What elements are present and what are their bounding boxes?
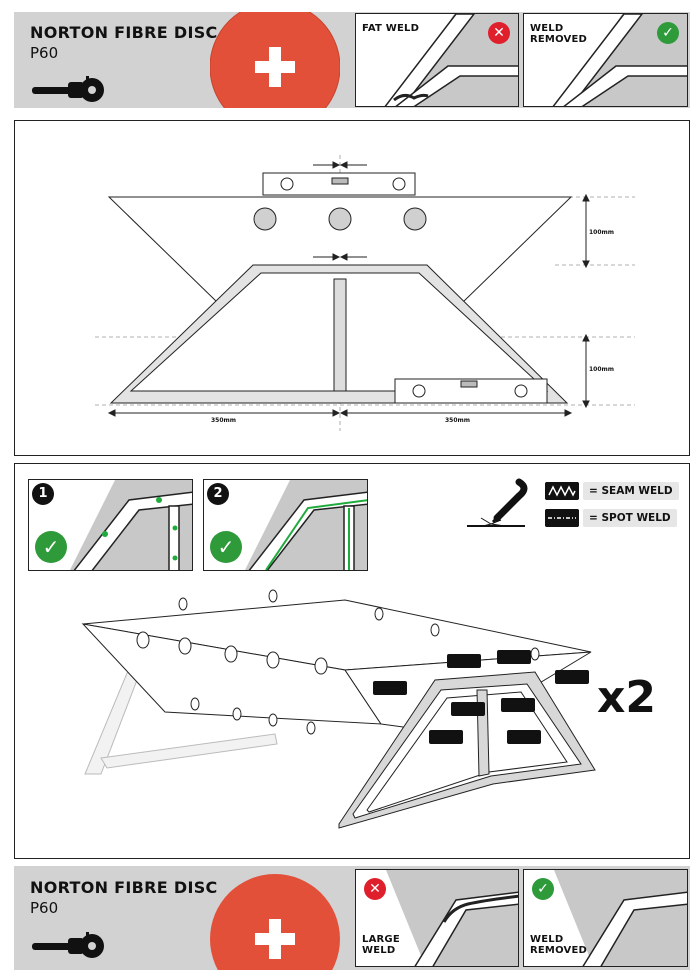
welding-torch-icon: [467, 478, 528, 527]
step-2-panel: 2 ✓: [203, 479, 368, 571]
step-1-number: 1: [32, 483, 54, 505]
large-weld-label: LARGE WELD: [362, 934, 400, 956]
large-weld-illustration: [386, 870, 518, 966]
fat-weld-panel: FAT WELD ✕: [355, 13, 519, 107]
product-title-bottom: NORTON FIBRE DISC: [30, 878, 218, 897]
quantity-multiplier: x2: [597, 672, 656, 723]
fire-pit-assembly-illustration: [81, 589, 596, 829]
weld-removed-label-bottom: WELD REMOVED: [530, 934, 587, 956]
weld-removed-panel-bottom: ✓ WELD REMOVED: [523, 869, 688, 967]
check-icon: ✓: [210, 531, 242, 563]
weld-removed-illustration: [552, 14, 687, 106]
cross-icon: ✕: [488, 22, 510, 44]
step-2-illustration: [245, 480, 367, 570]
step-1-illustration: [70, 480, 192, 570]
spot-weld-label: = SPOT WELD: [583, 509, 677, 527]
step-2-number: 2: [207, 483, 229, 505]
product-grit-bottom: P60: [30, 899, 59, 917]
dimension-diagram: [95, 155, 635, 431]
seam-weld-icon: [545, 482, 579, 500]
dimension-height-bottom: 100mm: [589, 366, 615, 373]
step-1-panel: 1 ✓: [28, 479, 193, 571]
seam-weld-label: = SEAM WELD: [583, 482, 679, 500]
legend-spot-weld: = SPOT WELD: [545, 508, 677, 528]
check-icon: ✓: [35, 531, 67, 563]
large-weld-panel: ✕ LARGE WELD: [355, 869, 519, 967]
angle-grinder-icon: [32, 932, 104, 958]
fibre-disc-image: [210, 12, 340, 108]
weld-assembly-frame: 1 ✓ 2 ✓ = SEAM WELD =: [14, 463, 690, 859]
fibre-disc-image: [210, 874, 340, 970]
cross-icon: ✕: [364, 878, 386, 900]
dimension-width-left: 350mm: [211, 417, 237, 424]
angle-grinder-icon: [32, 76, 104, 102]
weld-removed-illustration-bottom: [554, 870, 687, 966]
spot-weld-icon: [545, 509, 579, 527]
weld-removed-panel-top: WELD REMOVED ✓: [523, 13, 688, 107]
fat-weld-illustration: [384, 14, 518, 106]
legend-seam-weld: = SEAM WELD: [545, 481, 679, 501]
fat-weld-label: FAT WELD: [362, 23, 420, 34]
product-grit: P60: [30, 44, 59, 62]
weld-removed-label-top: WELD REMOVED: [530, 23, 587, 45]
check-icon: ✓: [532, 878, 554, 900]
product-title: NORTON FIBRE DISC: [30, 23, 218, 42]
dimension-width-right: 350mm: [445, 417, 471, 424]
check-icon: ✓: [657, 22, 679, 44]
dimension-height-top: 100mm: [589, 229, 615, 236]
dimension-diagram-frame: 100mm 100mm 350mm 350mm: [14, 120, 690, 456]
